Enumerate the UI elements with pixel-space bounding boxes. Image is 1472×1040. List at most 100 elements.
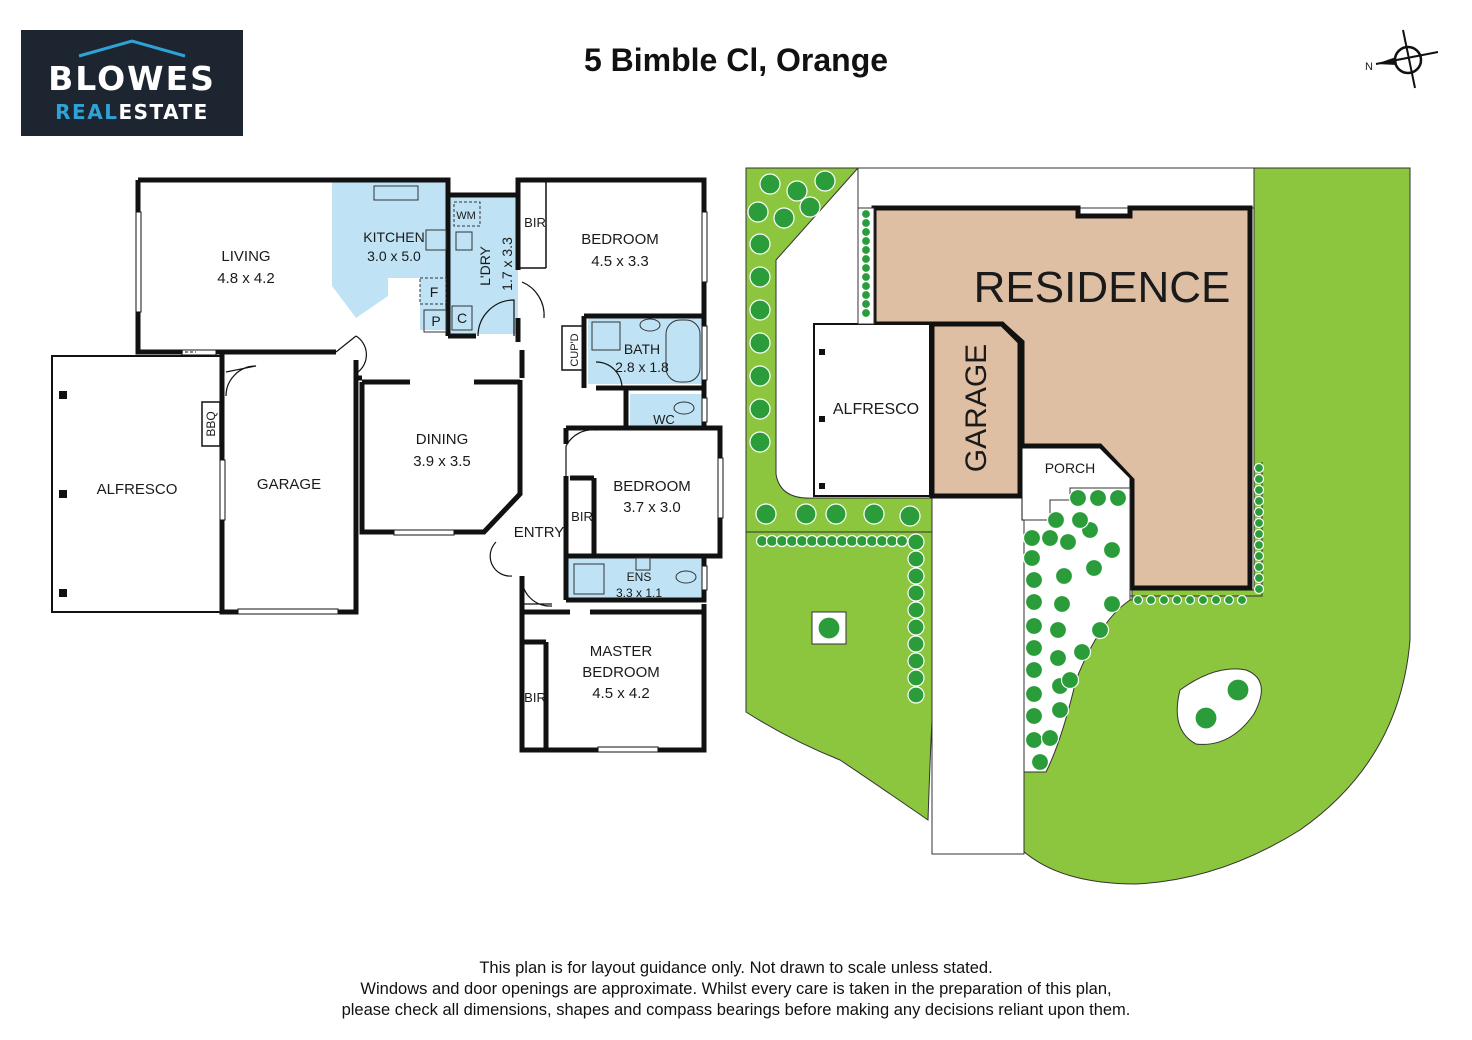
tree-icon bbox=[814, 170, 836, 192]
tree-icon bbox=[1226, 678, 1250, 702]
site-alfresco-label: ALFRESCO bbox=[833, 401, 919, 418]
tree-icon bbox=[1253, 484, 1265, 496]
tree-icon bbox=[749, 398, 771, 420]
tree-icon bbox=[860, 253, 872, 265]
tree-icon bbox=[1145, 594, 1157, 606]
tree-icon bbox=[1024, 616, 1044, 636]
tree-icon bbox=[907, 686, 925, 704]
tree-icon bbox=[865, 534, 879, 548]
floor-plan: LIVING 4.8 x 4.2 KITCHEN 3.0 x 5.0 WM F … bbox=[51, 177, 724, 753]
tree-icon bbox=[885, 534, 899, 548]
tree-icon bbox=[860, 271, 872, 283]
tree-icon bbox=[860, 217, 872, 229]
trees-layer bbox=[747, 170, 1265, 772]
bedroom2-size: 3.7 x 3.0 bbox=[623, 499, 681, 516]
tree-icon bbox=[845, 534, 859, 548]
laundry-size: 1.7 x 3.3 bbox=[499, 237, 515, 291]
tree-icon bbox=[773, 207, 795, 229]
tree-icon bbox=[860, 226, 872, 238]
bedroom1-size: 4.5 x 3.3 bbox=[591, 253, 649, 270]
fridge-label: F bbox=[430, 284, 439, 300]
living-size: 4.8 x 4.2 bbox=[217, 270, 275, 287]
tree-icon bbox=[1046, 510, 1066, 530]
tree-icon bbox=[907, 618, 925, 636]
tree-icon bbox=[747, 201, 769, 223]
bedroom2-label: BEDROOM bbox=[613, 478, 691, 495]
tree-icon bbox=[907, 567, 925, 585]
bir1-label: BIR bbox=[524, 215, 546, 230]
residence-label: RESIDENCE bbox=[974, 263, 1231, 312]
tree-icon bbox=[815, 534, 829, 548]
tree-icon bbox=[1072, 642, 1092, 662]
tree-icon bbox=[805, 534, 819, 548]
tree-icon bbox=[907, 601, 925, 619]
tree-icon bbox=[1253, 528, 1265, 540]
wc-label: WC bbox=[653, 412, 675, 427]
compass-north-label: N bbox=[1365, 61, 1373, 73]
tree-icon bbox=[759, 173, 781, 195]
tree-icon bbox=[1024, 706, 1044, 726]
tree-icon bbox=[1088, 488, 1108, 508]
master-size: 4.5 x 4.2 bbox=[592, 685, 650, 702]
tree-icon bbox=[1102, 540, 1122, 560]
tree-icon bbox=[1054, 566, 1074, 586]
logo-word-estate: ESTATE bbox=[118, 100, 209, 124]
tree-icon bbox=[895, 534, 909, 548]
laundry-label: L'DRY bbox=[477, 245, 493, 285]
tree-icon bbox=[1171, 594, 1183, 606]
tree-icon bbox=[1040, 528, 1060, 548]
tree-icon bbox=[1253, 539, 1265, 551]
tree-icon bbox=[1184, 594, 1196, 606]
living-label: LIVING bbox=[221, 248, 270, 265]
tree-icon bbox=[1194, 706, 1218, 730]
tree-icon bbox=[1197, 594, 1209, 606]
tree-icon bbox=[835, 534, 849, 548]
tree-icon bbox=[907, 652, 925, 670]
master-label-line2: BEDROOM bbox=[582, 664, 660, 681]
wm-label: WM bbox=[456, 210, 476, 222]
compass-icon: N bbox=[1365, 29, 1439, 89]
porch-label: PORCH bbox=[1045, 460, 1096, 476]
tree-icon bbox=[1253, 473, 1265, 485]
cupboard-c-label: C bbox=[457, 310, 467, 326]
tree-icon bbox=[755, 503, 777, 525]
tree-icon bbox=[799, 196, 821, 218]
tree-icon bbox=[1024, 638, 1044, 658]
tree-icon bbox=[1022, 548, 1042, 568]
tree-icon bbox=[875, 534, 889, 548]
tree-icon bbox=[1253, 462, 1265, 474]
dining-size: 3.9 x 3.5 bbox=[413, 453, 471, 470]
tree-icon bbox=[860, 244, 872, 256]
tree-icon bbox=[1068, 488, 1088, 508]
bbq-label: BBQ bbox=[204, 411, 218, 436]
page-title: 5 Bimble Cl, Orange bbox=[583, 42, 889, 78]
site-plan: RESIDENCE GARAGE ALFRESCO PORCH bbox=[745, 167, 1411, 885]
logo-word-blowes: BLOWES bbox=[48, 59, 216, 98]
cupd-label: CUP'D bbox=[569, 333, 581, 366]
tree-icon bbox=[749, 233, 771, 255]
disclaimer: This plan is for layout guidance only. N… bbox=[0, 958, 1472, 1021]
tree-icon bbox=[907, 550, 925, 568]
tree-icon bbox=[749, 431, 771, 453]
logo-word-realestate: REALESTATE bbox=[21, 100, 243, 124]
tree-icon bbox=[1253, 561, 1265, 573]
garage-label: GARAGE bbox=[257, 476, 321, 493]
logo-roof-icon bbox=[78, 39, 186, 58]
tree-icon bbox=[1236, 594, 1248, 606]
tree-icon bbox=[860, 307, 872, 319]
tree-icon bbox=[1024, 660, 1044, 680]
tree-icon bbox=[860, 298, 872, 310]
tree-icon bbox=[860, 280, 872, 292]
tree-icon bbox=[1060, 670, 1080, 690]
tree-icon bbox=[1048, 620, 1068, 640]
wet-areas bbox=[332, 182, 702, 600]
tree-icon bbox=[860, 208, 872, 220]
kitchen-label: KITCHEN bbox=[363, 229, 424, 245]
tree-icon bbox=[817, 616, 841, 640]
site-garage-label: GARAGE bbox=[960, 344, 993, 472]
disclaimer-line-1: This plan is for layout guidance only. N… bbox=[479, 959, 993, 977]
tree-icon bbox=[795, 503, 817, 525]
tree-icon bbox=[1253, 572, 1265, 584]
entry-label: ENTRY bbox=[514, 524, 565, 541]
tree-icon bbox=[1108, 488, 1128, 508]
